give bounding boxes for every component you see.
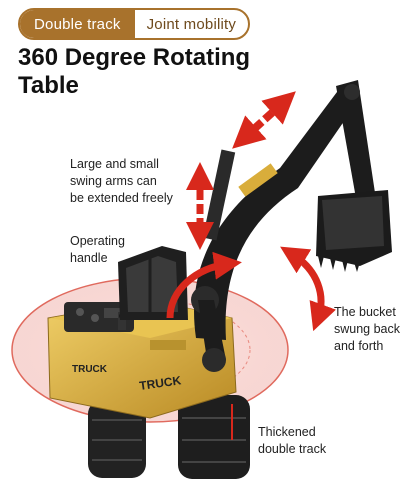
truck-decal: TRUCK TRUCK bbox=[72, 364, 182, 393]
svg-text:TRUCK: TRUCK bbox=[138, 373, 182, 393]
double-arrow-diagonal-icon bbox=[232, 91, 296, 149]
tab-double-track[interactable]: Double track bbox=[20, 10, 135, 38]
rotate-arrow-icon bbox=[166, 251, 242, 319]
callout-track: Thickened double track bbox=[258, 425, 327, 456]
svg-text:TRUCK: TRUCK bbox=[72, 364, 108, 375]
callout-swing-arms: Large and small swing arms can be extend… bbox=[70, 157, 173, 205]
tab-joint-mobility[interactable]: Joint mobility bbox=[146, 15, 237, 33]
bucket bbox=[316, 190, 392, 272]
callout-bucket: The bucket swung back and forth bbox=[334, 305, 401, 353]
feature-tabs: Double track Joint mobility bbox=[18, 8, 251, 40]
page-title: 360 Degree Rotating Table bbox=[18, 44, 251, 99]
curved-double-arrow-icon bbox=[280, 246, 336, 332]
double-track bbox=[88, 395, 250, 479]
callout-handle: Operating handle bbox=[70, 234, 125, 265]
